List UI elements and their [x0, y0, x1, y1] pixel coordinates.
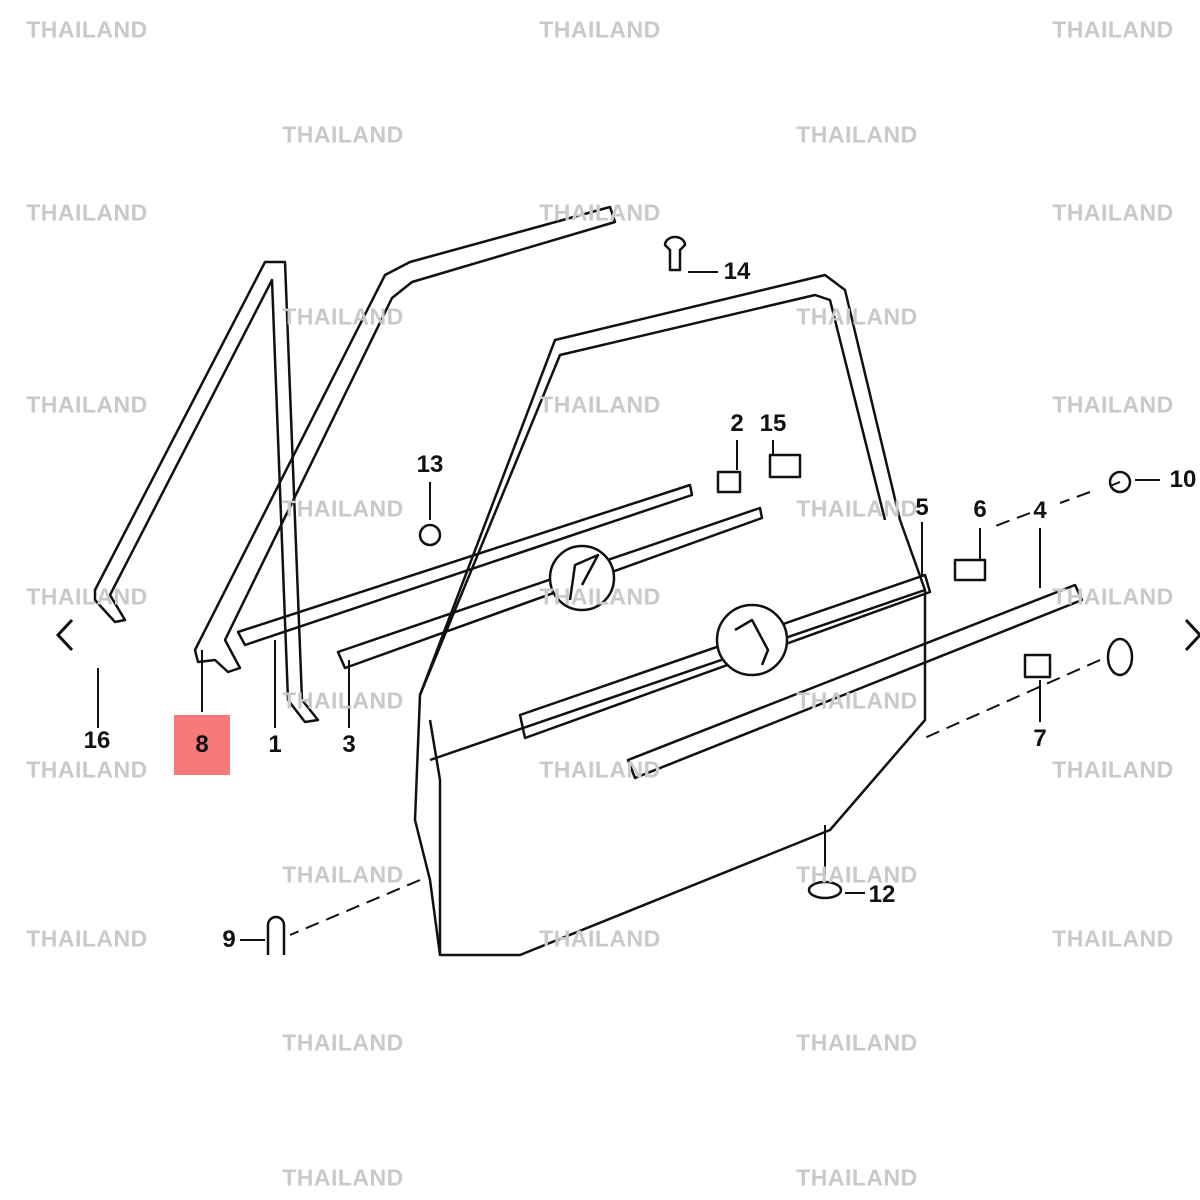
part-label-5: 5	[915, 494, 929, 521]
chevron-left-icon	[55, 618, 74, 652]
part-label-6: 6	[973, 496, 987, 523]
part-label-3: 3	[342, 731, 356, 758]
grommet	[1106, 637, 1134, 677]
chevron-right-icon	[1184, 618, 1200, 652]
part-label-13: 13	[416, 451, 444, 478]
part-1-strip	[236, 483, 694, 647]
profile-callout	[715, 603, 789, 677]
part-10-nut	[1108, 470, 1132, 494]
part-label-2: 2	[730, 410, 744, 437]
part-5-molding	[518, 573, 932, 740]
part-8-window-seal	[193, 205, 617, 674]
part-label-8-highlighted: 8	[195, 731, 209, 758]
part-4-molding	[626, 583, 1084, 780]
part-3-strip	[336, 506, 764, 670]
part-label-9: 9	[222, 926, 236, 953]
part-14-screw	[663, 235, 687, 272]
part-label-4: 4	[1033, 497, 1047, 524]
part-2-clip	[716, 470, 742, 494]
part-label-12: 12	[868, 881, 896, 908]
part-label-1: 1	[268, 731, 282, 758]
part-label-10: 10	[1169, 466, 1197, 493]
part-12-plug	[807, 880, 843, 900]
part-15-clip	[768, 453, 802, 479]
part-16-window-channel	[93, 260, 320, 724]
next-image-button[interactable]	[1180, 615, 1200, 655]
profile-callout	[548, 544, 616, 612]
previous-image-button[interactable]	[52, 615, 82, 655]
part-7-clip	[1023, 653, 1052, 679]
part-9-bumper	[266, 915, 286, 955]
door-shell	[413, 273, 927, 957]
part-label-15: 15	[759, 410, 787, 437]
part-label-14: 14	[723, 258, 751, 285]
part-label-7: 7	[1033, 725, 1047, 752]
part-label-16: 16	[83, 727, 111, 754]
part-6-clip	[953, 558, 987, 582]
highlighted-part-marker	[174, 715, 230, 775]
part-13-grommet	[418, 523, 442, 547]
